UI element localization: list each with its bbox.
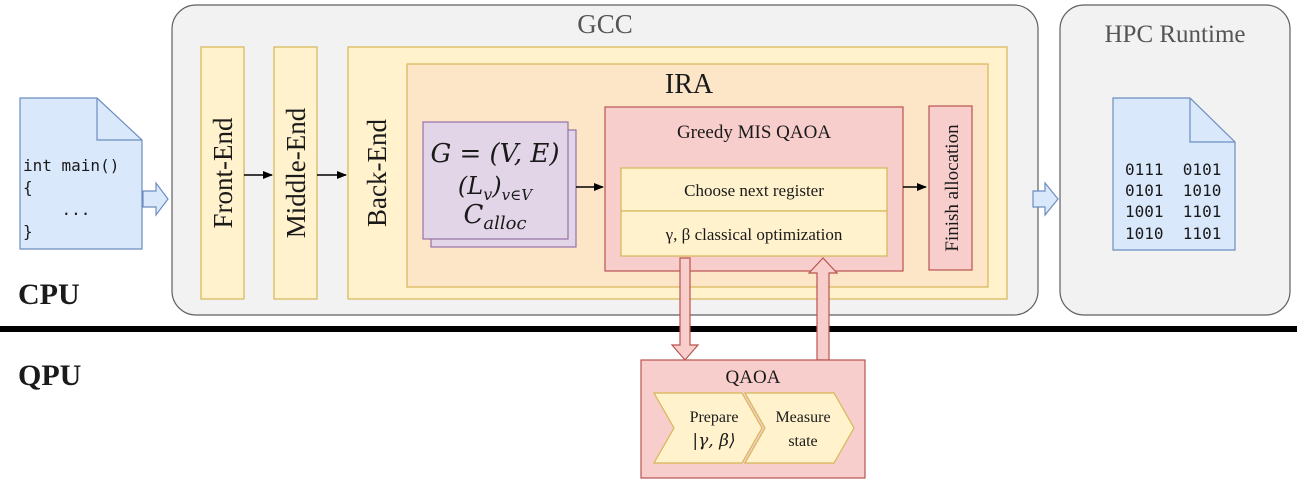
binary-doc-fold (1189, 98, 1235, 143)
binary-row-1: 0111 0101 (1125, 160, 1221, 179)
gcc-title: GCC (577, 9, 633, 39)
middle-end-label: Middle-End (281, 107, 311, 238)
arrow-source-to-gcc (142, 181, 169, 217)
prepare-state-step (652, 392, 763, 464)
classical-optimization-label: γ, β classical optimization (665, 225, 843, 244)
source-doc-fold (96, 98, 142, 141)
qaoa-label: QAOA (726, 367, 781, 388)
binary-row-2: 0101 1010 (1125, 181, 1221, 200)
binary-row-4: 1010 1101 (1125, 224, 1221, 243)
prepare-line-2: |γ, β⟩ (692, 431, 735, 451)
choose-next-register-label: Choose next register (684, 181, 824, 200)
ira-label: IRA (665, 69, 714, 100)
finish-allocation-box (928, 105, 973, 271)
finish-allocation-label: Finish allocation (942, 124, 963, 252)
choose-next-register-box (620, 167, 888, 212)
math-calloc: Calloc (463, 200, 526, 234)
cpu-label: CPU (18, 278, 80, 311)
binary-row-3: 1001 1101 (1125, 202, 1221, 221)
arrow-up-to-cpu (807, 257, 839, 361)
math-lv: (Lv)v∈V (458, 172, 534, 204)
math-graph: G = (V, E) (430, 139, 559, 169)
classical-optimization-box (620, 210, 888, 257)
measure-line-2: state (788, 433, 817, 450)
arrow-down-to-qpu (670, 257, 700, 361)
input-card-front (422, 121, 569, 240)
source-code-line-3: ... (23, 200, 90, 219)
source-code-line-4: } (23, 222, 33, 241)
binary-output-document (1112, 97, 1236, 251)
arrow-gcc-to-runtime (1032, 181, 1059, 217)
greedy-mis-qaoa-label: Greedy MIS QAOA (677, 122, 831, 143)
back-end-label: Back-End (362, 119, 392, 227)
source-code-line-1: int main() (23, 156, 119, 175)
qpu-label: QPU (18, 359, 81, 392)
front-end-box (200, 46, 245, 300)
source-code-line-2: { (23, 178, 33, 197)
source-code-document (19, 97, 143, 250)
measure-state-step (743, 392, 855, 464)
middle-end-box (273, 46, 318, 300)
prepare-line-1: Prepare (690, 409, 739, 426)
hpc-runtime-title: HPC Runtime (1105, 21, 1246, 48)
measure-line-1: Measure (775, 409, 830, 426)
front-end-label: Front-End (208, 117, 238, 228)
cpu-qpu-divider (0, 326, 1297, 332)
